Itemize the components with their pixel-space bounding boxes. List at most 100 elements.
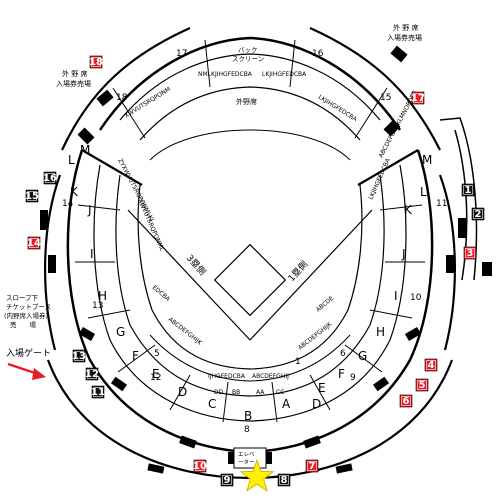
slope-label-3: (内野席入場券) (4, 311, 48, 320)
gate-number-14: 14 (27, 238, 41, 249)
elevator: エレベ ーター (233, 447, 267, 469)
slope-label-4: 売 場 (10, 320, 37, 329)
gate-number-16: 16 (43, 173, 57, 184)
block-numbers: 1 9 10 11 12 13 14 15 16 17 18 5 6 8 (62, 49, 447, 435)
infield-lower-right-letters: A E F G H I J K L M B C D D (178, 153, 432, 423)
box-rows-center-right: ABCDEFGHIJ (252, 373, 289, 380)
gate-17: 17 (411, 91, 425, 105)
block-6: 6 (340, 349, 346, 359)
outfield-rows-top-right: LKJIHGFEDCBA (262, 71, 307, 78)
gate-number-1: 1 (465, 185, 472, 196)
section-dividers (75, 39, 425, 423)
gate-number-4: 4 (428, 360, 435, 371)
back-screen-label-2: スクリーン (232, 55, 264, 63)
label-aa: AA (256, 389, 265, 396)
section-G-right: G (358, 349, 367, 363)
block-11: 11 (436, 199, 447, 209)
section-L-left: L (68, 153, 75, 167)
playing-field (127, 129, 373, 341)
box-rows-left: EDCBA (151, 284, 172, 303)
gate-11: 11 (91, 385, 105, 399)
section-K-right: K (404, 203, 413, 217)
section-F-left: F (132, 349, 139, 363)
section-M-left: M (80, 143, 90, 157)
gate-7: 7 (305, 459, 319, 473)
gate-14: 14 (27, 236, 41, 250)
gate-15: 15 (25, 189, 39, 203)
gate-number-15: 15 (25, 191, 39, 202)
section-B: B (244, 409, 252, 423)
infield-rows-right: ABCDEFGHIJK (297, 320, 334, 351)
staircases (40, 45, 492, 474)
outfield-rows-top-left: NMLKJIHGFEDCBA (198, 71, 253, 78)
gate-number-12: 12 (85, 369, 99, 380)
gate-number-2: 2 (475, 209, 482, 220)
outfield-rows-left: XWVUTSRQPONM (123, 86, 172, 120)
slope-label-1: スロープ下 (6, 294, 39, 302)
gate-12: 12 (85, 367, 99, 381)
block-8: 8 (244, 425, 250, 435)
section-K-left: K (70, 185, 79, 199)
block-15: 15 (380, 93, 391, 103)
block-5: 5 (154, 349, 160, 359)
section-J-right: J (401, 247, 406, 261)
gate-number-11: 11 (91, 387, 105, 398)
block-17: 17 (176, 49, 187, 59)
section-D-left: D (178, 385, 187, 399)
section-E-right: E (318, 381, 326, 395)
gate-4: 4 (424, 358, 438, 372)
ticket-outfield-left-2: 入場券売場 (56, 79, 91, 88)
block-12: 12 (150, 373, 161, 383)
block-16: 16 (312, 49, 324, 59)
section-A: A (282, 397, 291, 411)
ticket-outfield-right-1: 外 野 席 (393, 23, 418, 32)
gate-1: 1 (461, 183, 475, 197)
section-J-left: J (87, 203, 92, 217)
gate-6: 6 (399, 394, 413, 408)
gate-2: 2 (471, 207, 485, 221)
section-H-right: H (376, 325, 385, 339)
back-screen-label-1: バック (238, 46, 258, 54)
ticket-outfield-right-2: 入場券売場 (387, 33, 422, 42)
gate-13: 13 (72, 349, 86, 363)
gate-number-9: 9 (224, 475, 231, 486)
section-I-right: I (394, 289, 398, 303)
star-icon (239, 458, 275, 492)
label-dd: DD (214, 389, 224, 396)
infield-rows-left: ABCDEFGHIJK (167, 316, 204, 347)
gate-number-18: 18 (89, 57, 103, 68)
gate-number-3: 3 (467, 248, 474, 259)
section-F-right: F (338, 367, 345, 381)
gate-9: 9 (220, 473, 234, 487)
section-C: C (208, 397, 216, 411)
gate-number-5: 5 (419, 380, 426, 391)
section-H-left: H (98, 289, 107, 303)
outfield-rows-left-inner: XWVUTSRQPONML (136, 198, 166, 253)
slope-label-2: チケットブース (6, 302, 51, 311)
gate-number-8: 8 (281, 475, 288, 486)
elevator-label-1: エレベ (238, 451, 255, 458)
gate-3: 3 (463, 246, 477, 260)
box-rows-center-left: IJHGFEDCBA (208, 373, 246, 380)
outfield-rows-right-inner: LKJIHGFEDCBA (367, 157, 392, 201)
gate-number-10: 10 (193, 461, 207, 472)
block-13: 13 (92, 301, 103, 311)
block-9: 9 (350, 373, 356, 383)
label-cc: CC (276, 389, 284, 396)
gate-number-13: 13 (72, 351, 86, 362)
section-M-right: M (422, 153, 432, 167)
elevator-label-2: ーター (238, 458, 255, 466)
section-D-right: D (312, 397, 321, 411)
block-14: 14 (62, 199, 74, 209)
gate-10: 10 (193, 459, 207, 473)
label-bb: BB (232, 389, 240, 396)
outfield-seats-label: 外野席 (236, 97, 257, 106)
gate-number-6: 6 (403, 396, 410, 407)
gate-5: 5 (415, 378, 429, 392)
entrance-gate-label: 入場ゲート (6, 347, 51, 359)
gate-8: 8 (277, 473, 291, 487)
block-1: 1 (295, 357, 301, 367)
